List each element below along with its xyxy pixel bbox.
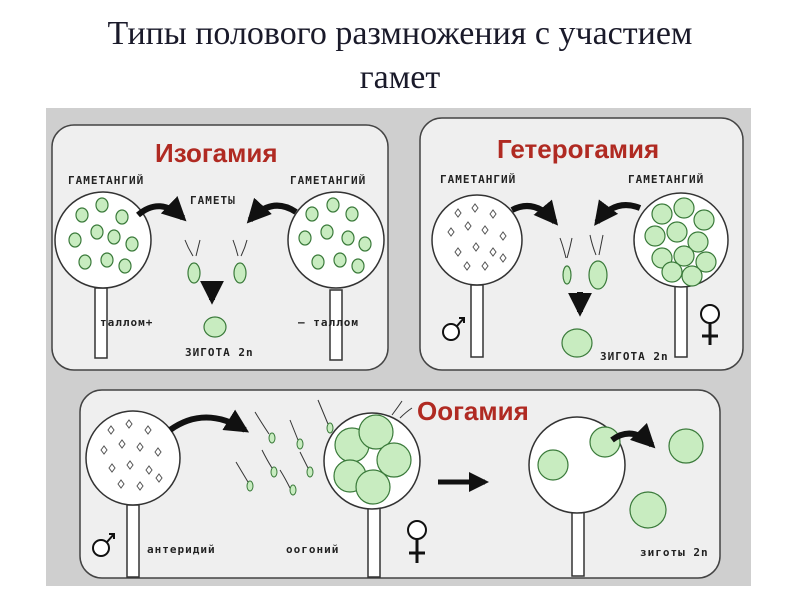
isogamy-thallus-plus-label: таллом+ xyxy=(100,316,153,329)
isogamy-panel: Изогамия ГАМЕТАНГИЙ ГАМЕТАНГИЙ ГАМЕТЫ та… xyxy=(52,125,388,370)
heterogamy-gametangium-left-label: ГАМЕТАНГИЙ xyxy=(440,173,516,186)
oogamy-title: Оогамия xyxy=(417,396,529,426)
isogamy-gametangium-right-label: ГАМЕТАНГИЙ xyxy=(290,174,366,187)
heterogamy-zygote xyxy=(562,329,592,357)
isogamy-title: Изогамия xyxy=(155,138,278,168)
oogamy-oogonium-stalk xyxy=(368,505,380,577)
heterogamy-right-stalk xyxy=(675,285,687,357)
oogamy-antheridium-stalk xyxy=(127,505,139,577)
oogamy-antheridium xyxy=(86,411,180,505)
oogamy-oogonium-label: оогоний xyxy=(286,543,339,556)
oogamy-antheridium-label: антеридий xyxy=(147,543,216,556)
heterogamy-panel: Гетерогамия ГАМЕТАНГИЙ ГАМЕТАНГИЙ xyxy=(420,118,743,370)
oogamy-zygote-stalk xyxy=(572,512,584,576)
heterogamy-zygote-label: ЗИГОТА 2n xyxy=(600,350,669,363)
isogamy-zygote-label: ЗИГОТА 2n xyxy=(185,346,254,359)
isogamy-gametes-label: ГАМЕТЫ xyxy=(190,194,236,207)
heterogamy-title: Гетерогамия xyxy=(497,134,659,164)
isogamy-zygote xyxy=(204,317,226,337)
isogamy-thallus-minus-label: – таллом xyxy=(298,316,359,329)
heterogamy-left-stalk xyxy=(471,285,483,357)
heterogamy-gametangium-right-label: ГАМЕТАНГИЙ xyxy=(628,173,704,186)
oogamy-panel: Оогамия антеридий xyxy=(80,390,720,578)
isogamy-gametangium-left-label: ГАМЕТАНГИЙ xyxy=(68,174,144,187)
oogamy-zygotes-label: зиготы 2n xyxy=(640,546,709,559)
